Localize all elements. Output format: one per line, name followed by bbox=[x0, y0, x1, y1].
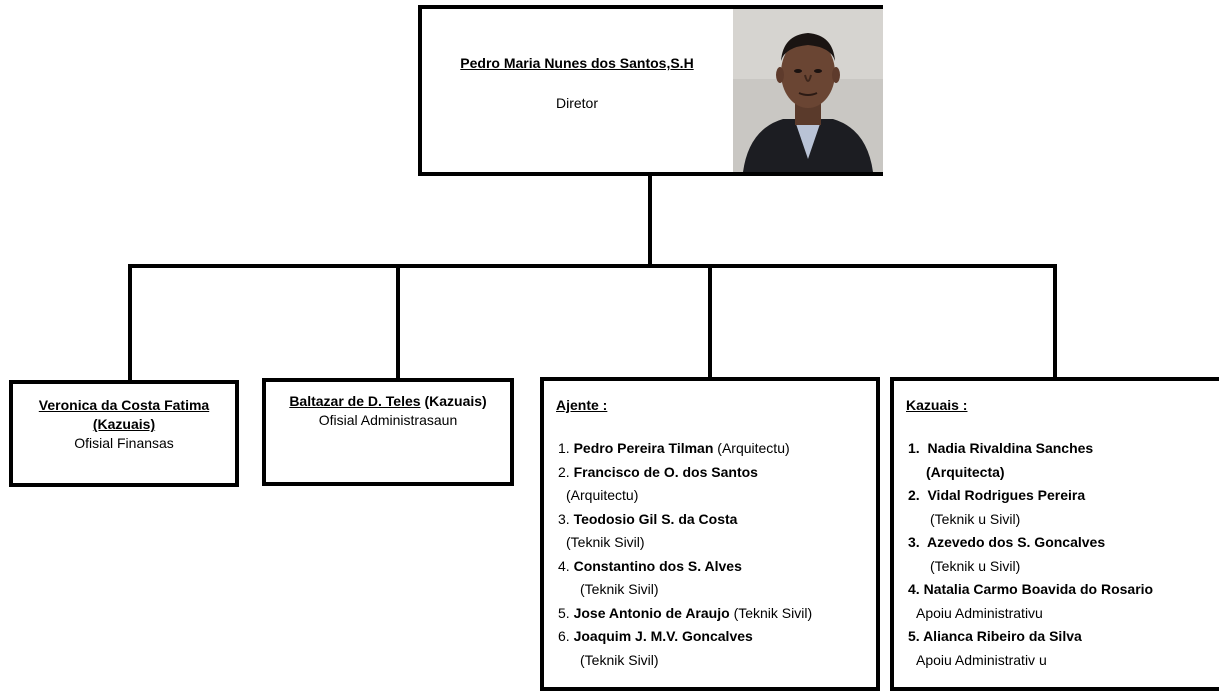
ajente-list: 1. Pedro Pereira Tilman (Arquitectu) 2. … bbox=[558, 437, 812, 672]
list-item: 1. Pedro Pereira Tilman (Arquitectu) bbox=[558, 440, 790, 456]
connector-kazuais bbox=[1053, 264, 1057, 377]
list-item-role: Apoiu Administrativ u bbox=[916, 651, 1047, 668]
connector-horizontal bbox=[128, 264, 1057, 268]
finance-officer-box: Veronica da Costa Fatima (Kazuais) Ofisi… bbox=[9, 380, 239, 487]
list-item-role: Apoiu Administrativu bbox=[916, 604, 1043, 621]
kazuais-list: 1. Nadia Rivaldina Sanches (Arquitecta) … bbox=[908, 437, 1153, 672]
ajente-heading: Ajente : bbox=[556, 397, 608, 413]
connector-finance bbox=[128, 264, 132, 380]
list-item-role: (Arquitectu) bbox=[566, 487, 639, 503]
admin-name: Baltazar de D. Teles bbox=[289, 393, 421, 409]
kazuais-box: Kazuais : 1. Nadia Rivaldina Sanches (Ar… bbox=[890, 377, 1219, 691]
list-item-role: (Teknik u Sivil) bbox=[930, 557, 1021, 574]
list-item-role: (Teknik Sivil) bbox=[566, 534, 645, 550]
finance-status: (Kazuais) bbox=[92, 416, 156, 432]
director-box: Pedro Maria Nunes dos Santos,S.H Diretor bbox=[418, 5, 883, 176]
finance-name: Veronica da Costa Fatima bbox=[38, 397, 210, 413]
list-item: 4. Natalia Carmo Boavida do Rosario bbox=[908, 581, 1154, 597]
list-item: 2. Vidal Rodrigues Pereira bbox=[908, 487, 1086, 503]
connector-trunk bbox=[648, 176, 652, 265]
director-role: Diretor bbox=[555, 95, 598, 111]
admin-officer-box: Baltazar de D. Teles (Kazuais) Ofisial A… bbox=[262, 378, 514, 486]
list-item: 5. Alianca Ribeiro da Silva bbox=[908, 628, 1082, 644]
ajente-box: Ajente : 1. Pedro Pereira Tilman (Arquit… bbox=[540, 377, 880, 691]
list-item-role: (Teknik u Sivil) bbox=[930, 510, 1021, 527]
list-item: 2. Francisco de O. dos Santos bbox=[558, 463, 758, 480]
list-item: 3. Teodosio Gil S. da Costa bbox=[558, 510, 738, 527]
list-item: 6. Joaquim J. M.V. Goncalves bbox=[558, 628, 753, 644]
admin-role: Ofisial Administrasaun bbox=[318, 412, 458, 428]
kazuais-heading: Kazuais : bbox=[906, 397, 968, 413]
list-item: 3. Azevedo dos S. Goncalves bbox=[908, 534, 1106, 550]
director-name: Pedro Maria Nunes dos Santos,S.H bbox=[460, 55, 694, 71]
finance-role: Ofisial Finansas bbox=[74, 435, 174, 451]
list-item: 5. Jose Antonio de Araujo (Teknik Sivil) bbox=[558, 604, 813, 621]
list-item-role: (Arquitecta) bbox=[926, 463, 1005, 480]
admin-status: (Kazuais) bbox=[424, 393, 487, 409]
list-item-role: (Teknik Sivil) bbox=[580, 651, 659, 668]
director-photo bbox=[733, 9, 883, 172]
list-item-role: (Teknik Sivil) bbox=[580, 581, 659, 597]
connector-ajente bbox=[708, 264, 712, 377]
list-item: 1. Nadia Rivaldina Sanches bbox=[908, 440, 1094, 456]
connector-admin bbox=[396, 264, 400, 378]
list-item: 4. Constantino dos S. Alves bbox=[558, 557, 742, 574]
